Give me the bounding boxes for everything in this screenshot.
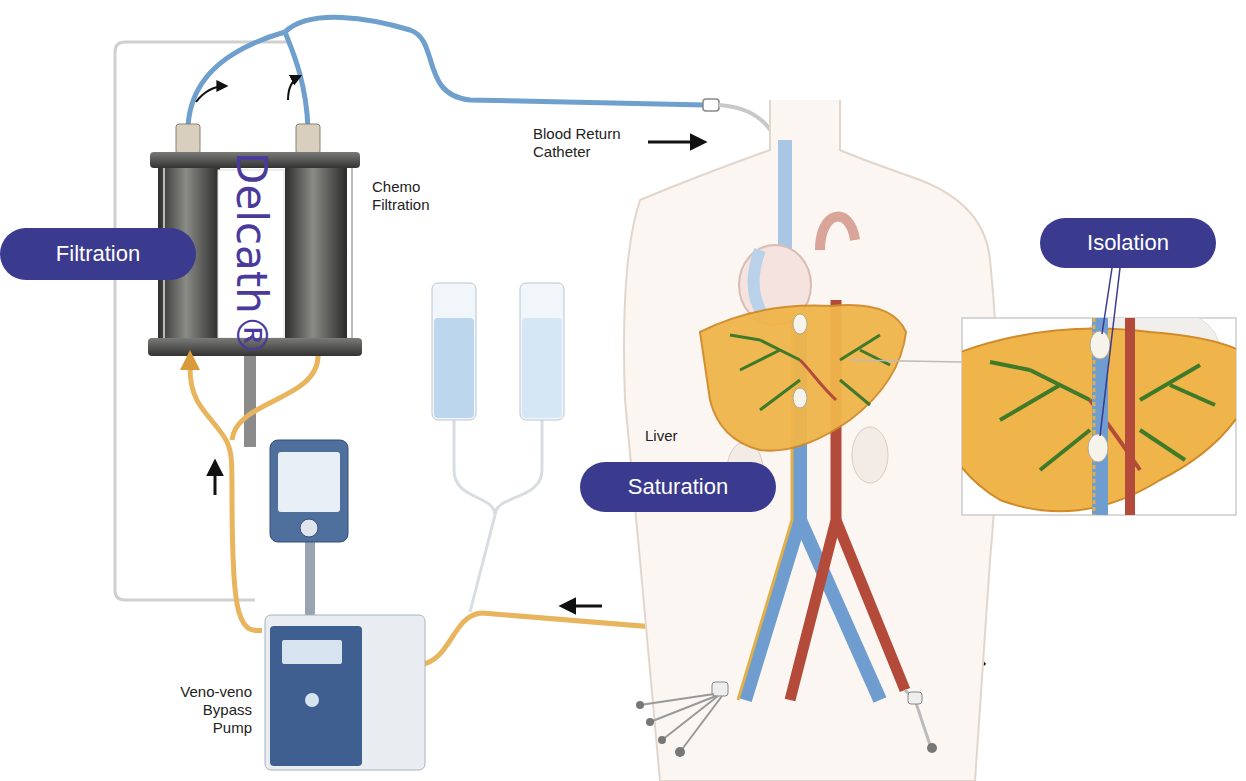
part-label: Veno-veno Bypass Pump xyxy=(160,683,252,737)
liver-part xyxy=(793,388,807,408)
flow-arrow-part xyxy=(214,462,217,495)
torso xyxy=(624,100,998,781)
bypass-pump-part xyxy=(282,640,342,664)
catheter-hubs-part xyxy=(675,747,685,757)
liver-inset-part xyxy=(1102,268,1112,334)
infusion-bags-part xyxy=(495,420,542,515)
infusion-bags-part xyxy=(454,420,495,612)
part-label: Chemo Filtration xyxy=(372,178,472,214)
flow-arrow-part xyxy=(196,86,226,102)
heart-and-vessels-part xyxy=(754,250,765,318)
bypass-pump-part xyxy=(278,452,340,512)
stage-pill: Isolation xyxy=(1040,218,1216,268)
infusion-bags-part xyxy=(434,318,474,418)
liver-inset-part xyxy=(1125,318,1135,515)
bypass-loop-line-part xyxy=(115,42,290,600)
brand-logo: Delcath® xyxy=(227,152,276,356)
node-text: Saturation xyxy=(628,474,728,500)
liver-inset xyxy=(940,268,1246,515)
catheter-hubs-part xyxy=(646,718,654,726)
flow-arrow-part xyxy=(562,605,602,608)
catheter-hubs xyxy=(636,682,937,757)
node-text: Filtration xyxy=(56,241,140,267)
stage-pill: Saturation xyxy=(580,462,776,512)
return-tubing-part xyxy=(285,17,705,105)
catheter-hubs-part xyxy=(908,692,922,704)
heart-and-vessels-part xyxy=(820,217,855,250)
liver-inset-part xyxy=(1090,331,1110,359)
bypass-pump-part xyxy=(270,626,362,766)
supply-tubing-part xyxy=(232,356,318,440)
heart-and-vessels-part xyxy=(852,427,888,483)
liver-part xyxy=(793,314,807,334)
filter-canister-part xyxy=(351,168,353,340)
liver-inset-part xyxy=(962,318,1236,515)
infusion-bags-part xyxy=(522,318,562,418)
bypass-pump-part xyxy=(305,693,319,707)
infusion-bags xyxy=(432,283,564,612)
filter-canister-part xyxy=(176,124,200,154)
torso-part xyxy=(624,100,998,781)
catheter-hubs-part xyxy=(636,701,644,709)
return-tubing-part xyxy=(285,32,308,128)
heart-and-vessels-part xyxy=(836,520,905,690)
tubing-connector xyxy=(190,356,262,630)
filter-canister xyxy=(148,124,362,447)
filter-canister-part xyxy=(244,352,256,447)
catheter-hubs-part xyxy=(658,736,666,744)
filter-canister-part xyxy=(296,124,320,154)
part-label: Blood Return Catheter xyxy=(533,125,645,161)
bypass-pump-part xyxy=(300,519,318,537)
flow-arrow-part xyxy=(648,141,704,144)
infusion-bags-part xyxy=(520,283,564,420)
heart-and-vessels-part xyxy=(778,140,792,250)
part-label: Liver xyxy=(645,427,705,445)
liver-part xyxy=(850,360,962,362)
liver-part xyxy=(730,335,890,410)
node-text: Isolation xyxy=(1087,230,1169,256)
bypass-loop-line xyxy=(115,42,290,600)
stage-pill: Filtration xyxy=(0,228,196,280)
bypass-pump xyxy=(265,440,425,770)
flow-arrow-part xyxy=(288,76,300,100)
catheter-hubs-part xyxy=(905,690,930,745)
filter-canister-part xyxy=(285,168,347,340)
pump-unit: Veno-veno Bypass Pump xyxy=(262,440,427,780)
liver-part xyxy=(700,305,906,451)
return-tubing-part xyxy=(703,99,719,111)
catheter-hubs-part xyxy=(712,682,728,696)
infusion-bags-part xyxy=(432,283,476,420)
liver-inset-part xyxy=(1088,434,1108,462)
catheter-hubs-part xyxy=(640,694,722,752)
bypass-pump-part xyxy=(305,538,315,618)
bypass-pump-part xyxy=(265,615,425,770)
filter-unit: Delcath®Chemo Filtration xyxy=(148,125,362,356)
liver-inset-part xyxy=(1100,268,1120,436)
liver xyxy=(700,305,962,451)
return-tubing-part xyxy=(188,32,285,128)
bypass-pump-part xyxy=(270,440,348,542)
catheter-hubs-part xyxy=(927,743,937,753)
